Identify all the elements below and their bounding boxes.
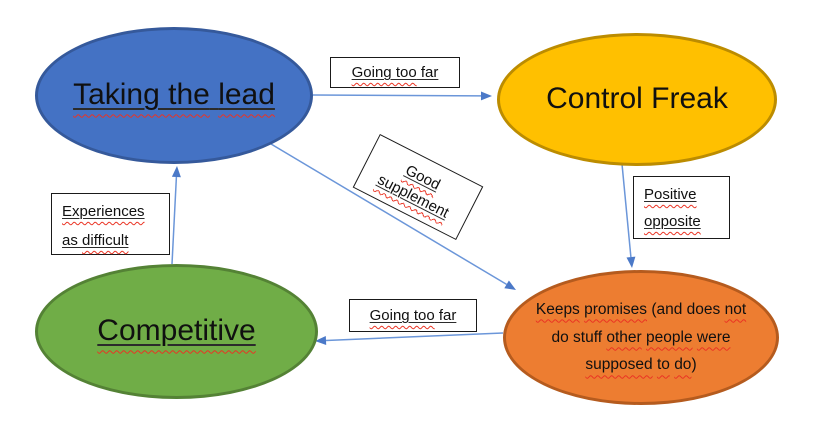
spellcheck-flagged-text: people (646, 328, 693, 346)
spellcheck-flagged-text: were (696, 328, 731, 346)
connector-keeps-to-competitive[interactable] (315, 332, 504, 345)
edge-label-going-too-far-bottom-text: Going too far (370, 307, 457, 324)
spellcheck-flagged-text: lead (218, 78, 275, 112)
spellcheck-flagged-text: Competitive (97, 314, 256, 348)
spellcheck-flagged-text: Experiences (62, 203, 145, 220)
edge-label-positive-opposite-text: Positive opposite (644, 186, 701, 230)
node-taking-the-lead-label: Taking the lead (73, 78, 275, 113)
connector-taking-to-controlfreak[interactable] (312, 91, 492, 101)
edge-label-experiences-as-difficult[interactable]: Experiences as difficult (51, 193, 170, 255)
text-fragment: far (434, 307, 457, 324)
spellcheck-flagged-text: Keeps (535, 300, 580, 318)
spellcheck-flagged-text: to (656, 356, 670, 374)
spellcheck-flagged-text: Going too (369, 307, 435, 324)
arrowhead-up-icon (171, 166, 181, 178)
spellcheck-flagged-text: do (674, 356, 692, 374)
edge-label-experiences-as-difficult-text: Experiences as difficult (62, 203, 145, 249)
text-fragment: far (416, 64, 439, 81)
arrowhead-diagonal-icon (504, 280, 516, 290)
node-keeps-promises-label: Keeps promises (and does not do stuff oth… (526, 296, 756, 380)
arrowhead-left-icon (315, 336, 327, 345)
spellcheck-flagged-text: difficult (82, 232, 129, 249)
text-fragment: (and does (647, 300, 725, 318)
text-fragment (210, 78, 218, 111)
spellcheck-flagged-text: Taking the (73, 78, 210, 112)
spellcheck-flagged-text: opposite (644, 213, 701, 230)
edge-label-going-too-far-top[interactable]: Going too far (330, 57, 460, 88)
text-fragment: do stuff (551, 328, 607, 346)
connector-controlfreak-to-keeps[interactable] (621, 163, 636, 268)
connector-taking-to-keeps[interactable] (265, 140, 516, 290)
arrowhead-right-icon (481, 91, 492, 101)
connector-competitive-to-taking[interactable] (171, 166, 181, 265)
node-control-freak-label: Control Freak (546, 82, 728, 116)
spellcheck-flagged-text: not (724, 300, 747, 318)
spellcheck-flagged-text: supposed (585, 356, 653, 374)
text-fragment: as (62, 232, 83, 249)
node-competitive[interactable]: Competitive (35, 264, 318, 399)
node-competitive-label: Competitive (97, 314, 255, 349)
node-taking-the-lead[interactable]: Taking the lead (35, 27, 313, 164)
arrowhead-down-icon (626, 256, 636, 268)
node-keeps-promises[interactable]: Keeps promises (and does not do stuff oth… (503, 270, 779, 405)
edge-label-positive-opposite[interactable]: Positive opposite (633, 176, 730, 239)
edge-label-going-too-far-bottom[interactable]: Going too far (349, 299, 477, 332)
text-fragment: ) (691, 356, 697, 374)
edge-label-going-too-far-top-text: Going too far (352, 64, 439, 81)
node-control-freak[interactable]: Control Freak (497, 33, 777, 166)
spellcheck-flagged-text: Positive (644, 186, 697, 203)
spellcheck-flagged-text: Going too (351, 64, 417, 81)
spellcheck-flagged-text: other (606, 328, 642, 346)
spellcheck-flagged-text: promises (584, 300, 648, 318)
